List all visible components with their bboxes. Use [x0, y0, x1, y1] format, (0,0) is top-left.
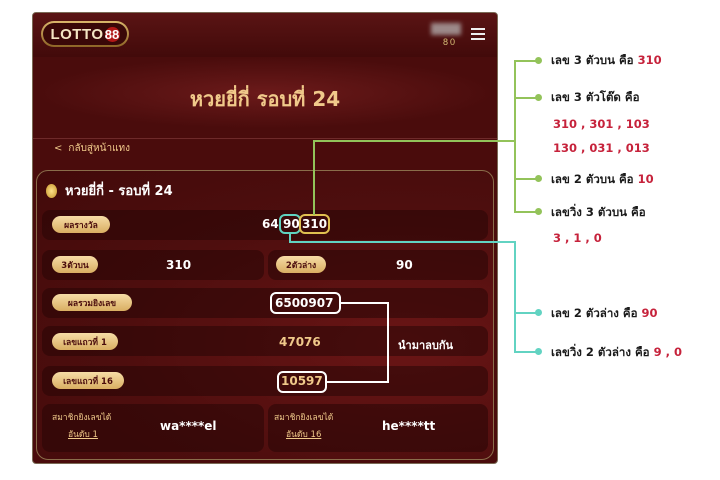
- green-branch-4: [514, 211, 538, 213]
- subtract-note: นำมาลบกัน: [398, 339, 454, 352]
- annotation-tod: เลข 3 ตัวโต๊ด คือ: [551, 90, 640, 104]
- back-link-label: กลับสู่หน้าแทง: [68, 143, 130, 154]
- logo-inner: LOTTO 88: [43, 23, 127, 45]
- teal-dot-1: [535, 309, 542, 316]
- sum-value: 6500907: [275, 296, 334, 310]
- teal-branch-1: [514, 312, 538, 314]
- logo-text: LOTTO: [50, 25, 104, 43]
- annotation-run2: เลขวิ่ง 2 ตัวล่าง คือ 9 , 0: [551, 344, 682, 362]
- member16-name: he****tt: [382, 419, 436, 433]
- teal-connector-trunk: [514, 241, 516, 353]
- teal-connector-vertical-short: [289, 233, 291, 243]
- top3-value: 310: [166, 258, 192, 272]
- green-dot-3: [535, 175, 542, 182]
- annotation-top3-text: เลข 3 ตัวบน คือ: [551, 53, 634, 67]
- annotation-bottom2: เลข 2 ตัวล่าง คือ 90: [551, 305, 658, 323]
- card-title-text: หวยยี่กี่ - รอบที่ 24: [65, 184, 173, 199]
- hamburger-menu-icon[interactable]: [471, 28, 485, 40]
- annotation-top2-text: เลข 2 ตัวบน คือ: [551, 172, 634, 186]
- back-link[interactable]: < กลับสู่หน้าแทง: [54, 141, 130, 156]
- lotto88-logo[interactable]: LOTTO 88: [41, 21, 129, 47]
- top-bar: LOTTO 88 80: [33, 13, 497, 57]
- annotation-run3: เลขวิ่ง 3 ตัวบน คือ: [551, 205, 646, 219]
- row1-value: 47076: [279, 335, 321, 349]
- annotation-run3-value: 3 , 1 , 0: [553, 231, 602, 245]
- blurred-username: [431, 23, 461, 35]
- annotation-top2-value: 10: [637, 172, 654, 186]
- member1-label: สมาชิกยิงเลขได้: [52, 413, 112, 423]
- green-connector-horizontal: [313, 140, 515, 142]
- member1-row: [42, 404, 264, 452]
- member1-rank-link[interactable]: อันดับ 1: [68, 430, 98, 440]
- annotation-top3: เลข 3 ตัวบน คือ 310: [551, 52, 662, 70]
- result-label-pill: ผลรางวัล: [52, 216, 110, 233]
- sum-highlight: [270, 292, 341, 314]
- sum-label-pill: ผลรวมยิงเลข: [52, 294, 132, 311]
- annotation-tod-line1: 310 , 301 , 103: [553, 117, 650, 131]
- card-title: หวยยี่กี่ - รอบที่ 24: [46, 180, 173, 201]
- top3-label-pill: 3ตัวบน: [52, 256, 98, 273]
- annotation-run2-value: 9 , 0: [653, 345, 682, 359]
- page-title: หวยยี่กี่ รอบที่ 24: [189, 87, 341, 111]
- chevron-left-icon: <: [54, 143, 63, 154]
- hero-banner: [33, 57, 497, 129]
- teal-branch-2: [514, 351, 538, 353]
- green-branch-3: [514, 178, 538, 180]
- green-branch-1: [514, 60, 538, 62]
- member16-rank-link[interactable]: อันดับ 16: [286, 430, 322, 440]
- annotation-bottom2-text: เลข 2 ตัวล่าง คือ: [551, 306, 638, 320]
- annotation-tod-line2: 130 , 031 , 013: [553, 141, 650, 155]
- annotation-run2-text: เลขวิ่ง 2 ตัวล่าง คือ: [551, 345, 650, 359]
- bottom2-value: 90: [396, 258, 413, 272]
- row1-label-pill: เลขแถวที่ 1: [52, 333, 118, 350]
- result-bottom-two: 90: [283, 217, 300, 231]
- bottom-two-highlight: [279, 214, 301, 234]
- member1-name: wa****el: [160, 419, 217, 433]
- result-row: [42, 210, 488, 240]
- row16-highlight: [277, 371, 327, 393]
- subtract-connector-top: [341, 302, 388, 304]
- green-connector-trunk: [514, 60, 516, 212]
- credit-balance: 80: [443, 37, 458, 47]
- green-dot-1: [535, 57, 542, 64]
- member16-label: สมาชิกยิงเลขได้: [274, 413, 334, 423]
- teal-dot-2: [535, 348, 542, 355]
- annotation-top2: เลข 2 ตัวบน คือ 10: [551, 171, 654, 189]
- teal-connector-horizontal: [289, 241, 515, 243]
- coin-icon: [46, 183, 57, 198]
- green-dot-4: [535, 208, 542, 215]
- green-dot-2: [535, 94, 542, 101]
- member16-row: [268, 404, 488, 452]
- subtract-connector-vertical: [387, 302, 389, 382]
- row16-value: 10597: [281, 374, 323, 388]
- annotation-top3-value: 310: [637, 53, 662, 67]
- result-prefix: 64: [262, 217, 279, 231]
- subtract-connector-bottom: [327, 381, 389, 383]
- annotation-bottom2-value: 90: [641, 306, 658, 320]
- green-connector-vertical-short: [313, 140, 315, 215]
- logo-number: 88: [104, 26, 120, 42]
- top-three-highlight: [299, 214, 330, 234]
- green-branch-2: [514, 97, 538, 99]
- result-top-three: 310: [302, 217, 328, 231]
- title-divider: [33, 138, 497, 139]
- row16-label-pill: เลขแถวที่ 16: [52, 372, 124, 389]
- bottom2-label-pill: 2ตัวล่าง: [276, 256, 326, 273]
